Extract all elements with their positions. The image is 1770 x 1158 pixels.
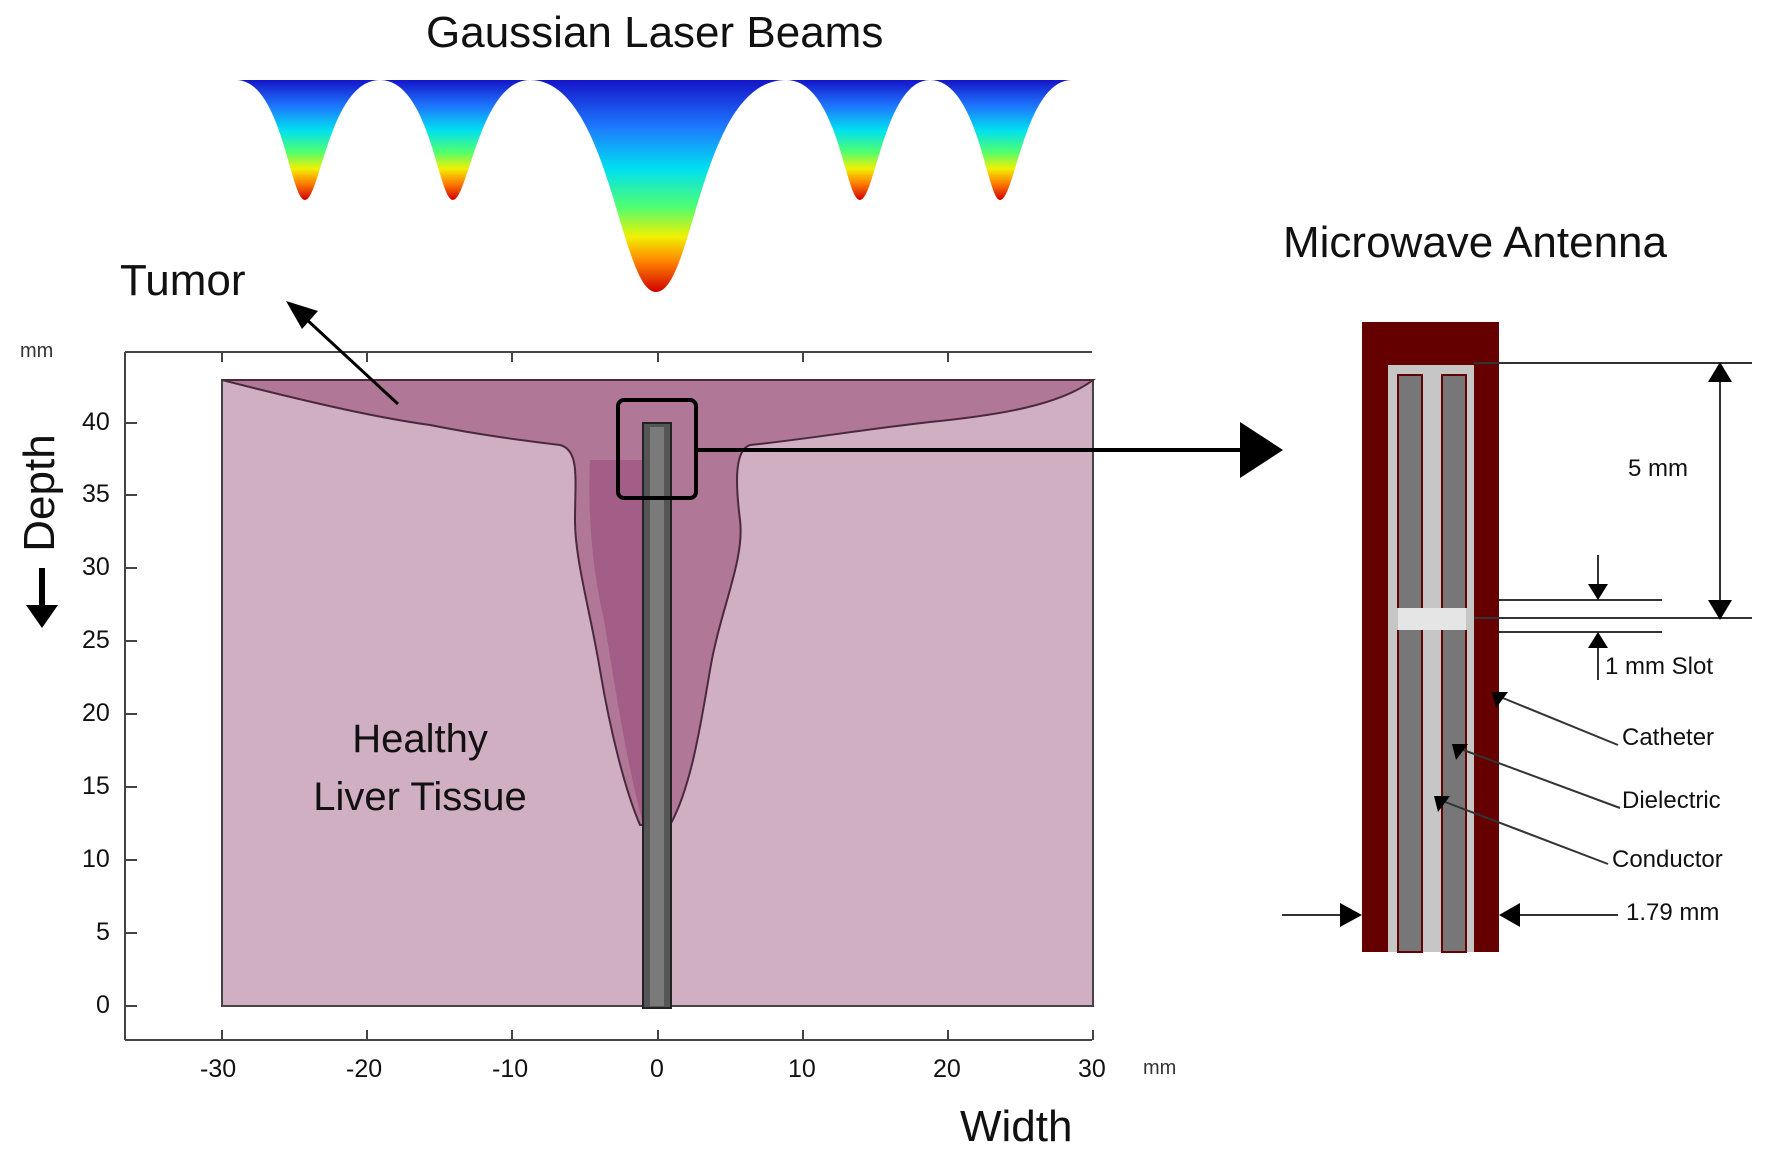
y-tick-label: 15 (82, 772, 110, 800)
antenna-title: Microwave Antenna (1283, 218, 1667, 267)
y-tick-label: 35 (82, 480, 110, 508)
dim-diameter-label: 1.79 mm (1626, 899, 1720, 926)
tumor-arrowhead (286, 301, 318, 329)
tumor-arrow (303, 316, 400, 406)
y-axis-unit: mm (20, 340, 54, 362)
healthy-tissue-label-line1: Healthy (352, 717, 488, 761)
antenna-dimension-arrowheads (1340, 362, 1732, 927)
gaussian-beam (786, 80, 930, 200)
tumor-core (589, 460, 655, 820)
conductor-label: Conductor (1612, 846, 1723, 873)
x-tick-label: 30 (1078, 1055, 1106, 1083)
antenna-probe-core (650, 427, 664, 1006)
dim-length-label: 5 mm (1628, 455, 1688, 482)
y-axis-label: Depth (15, 434, 64, 552)
gaussian-beam (930, 80, 1072, 200)
plot-axes (124, 351, 1092, 1041)
conductor-left (1397, 374, 1423, 953)
x-tick-label: -30 (200, 1055, 237, 1083)
y-tick-label: 10 (82, 845, 110, 873)
x-axis-unit: mm (1143, 1057, 1177, 1079)
healthy-tissue-label-line2: Liver Tissue (313, 775, 527, 819)
y-ticks (125, 422, 137, 1007)
gaussian-beam (530, 80, 786, 292)
x-axis-label: Width (960, 1102, 1073, 1151)
x-tick-label: -20 (346, 1055, 383, 1083)
x-ticks (221, 352, 1094, 1040)
x-tick-label: 20 (933, 1055, 961, 1083)
tumor-label: Tumor (120, 256, 246, 305)
x-tick-label: -10 (492, 1055, 529, 1083)
laser-title: Gaussian Laser Beams (426, 8, 884, 57)
gaussian-beams (236, 80, 1072, 292)
y-tick-label: 40 (82, 408, 110, 436)
y-tick-label: 5 (96, 918, 110, 946)
conductor-right (1441, 374, 1467, 953)
antenna-detail (1362, 322, 1499, 953)
gaussian-beam (380, 80, 530, 200)
zoom-arrowhead (1240, 422, 1283, 478)
x-tick-label: 10 (788, 1055, 816, 1083)
gaussian-beam (236, 80, 380, 200)
y-tick-label: 0 (96, 991, 110, 1019)
y-tick-label: 30 (82, 553, 110, 581)
y-tick-label: 20 (82, 699, 110, 727)
antenna-dimensions (1282, 362, 1752, 916)
catheter-label: Catheter (1622, 724, 1715, 751)
healthy-tissue-label: Healthy Liver Tissue (280, 710, 560, 826)
x-tick-label: 0 (650, 1055, 664, 1083)
y-tick-label: 25 (82, 626, 110, 654)
dielectric-label: Dielectric (1622, 787, 1721, 814)
depth-arrowhead (26, 605, 58, 628)
dim-slot-label: 1 mm Slot (1605, 653, 1714, 680)
